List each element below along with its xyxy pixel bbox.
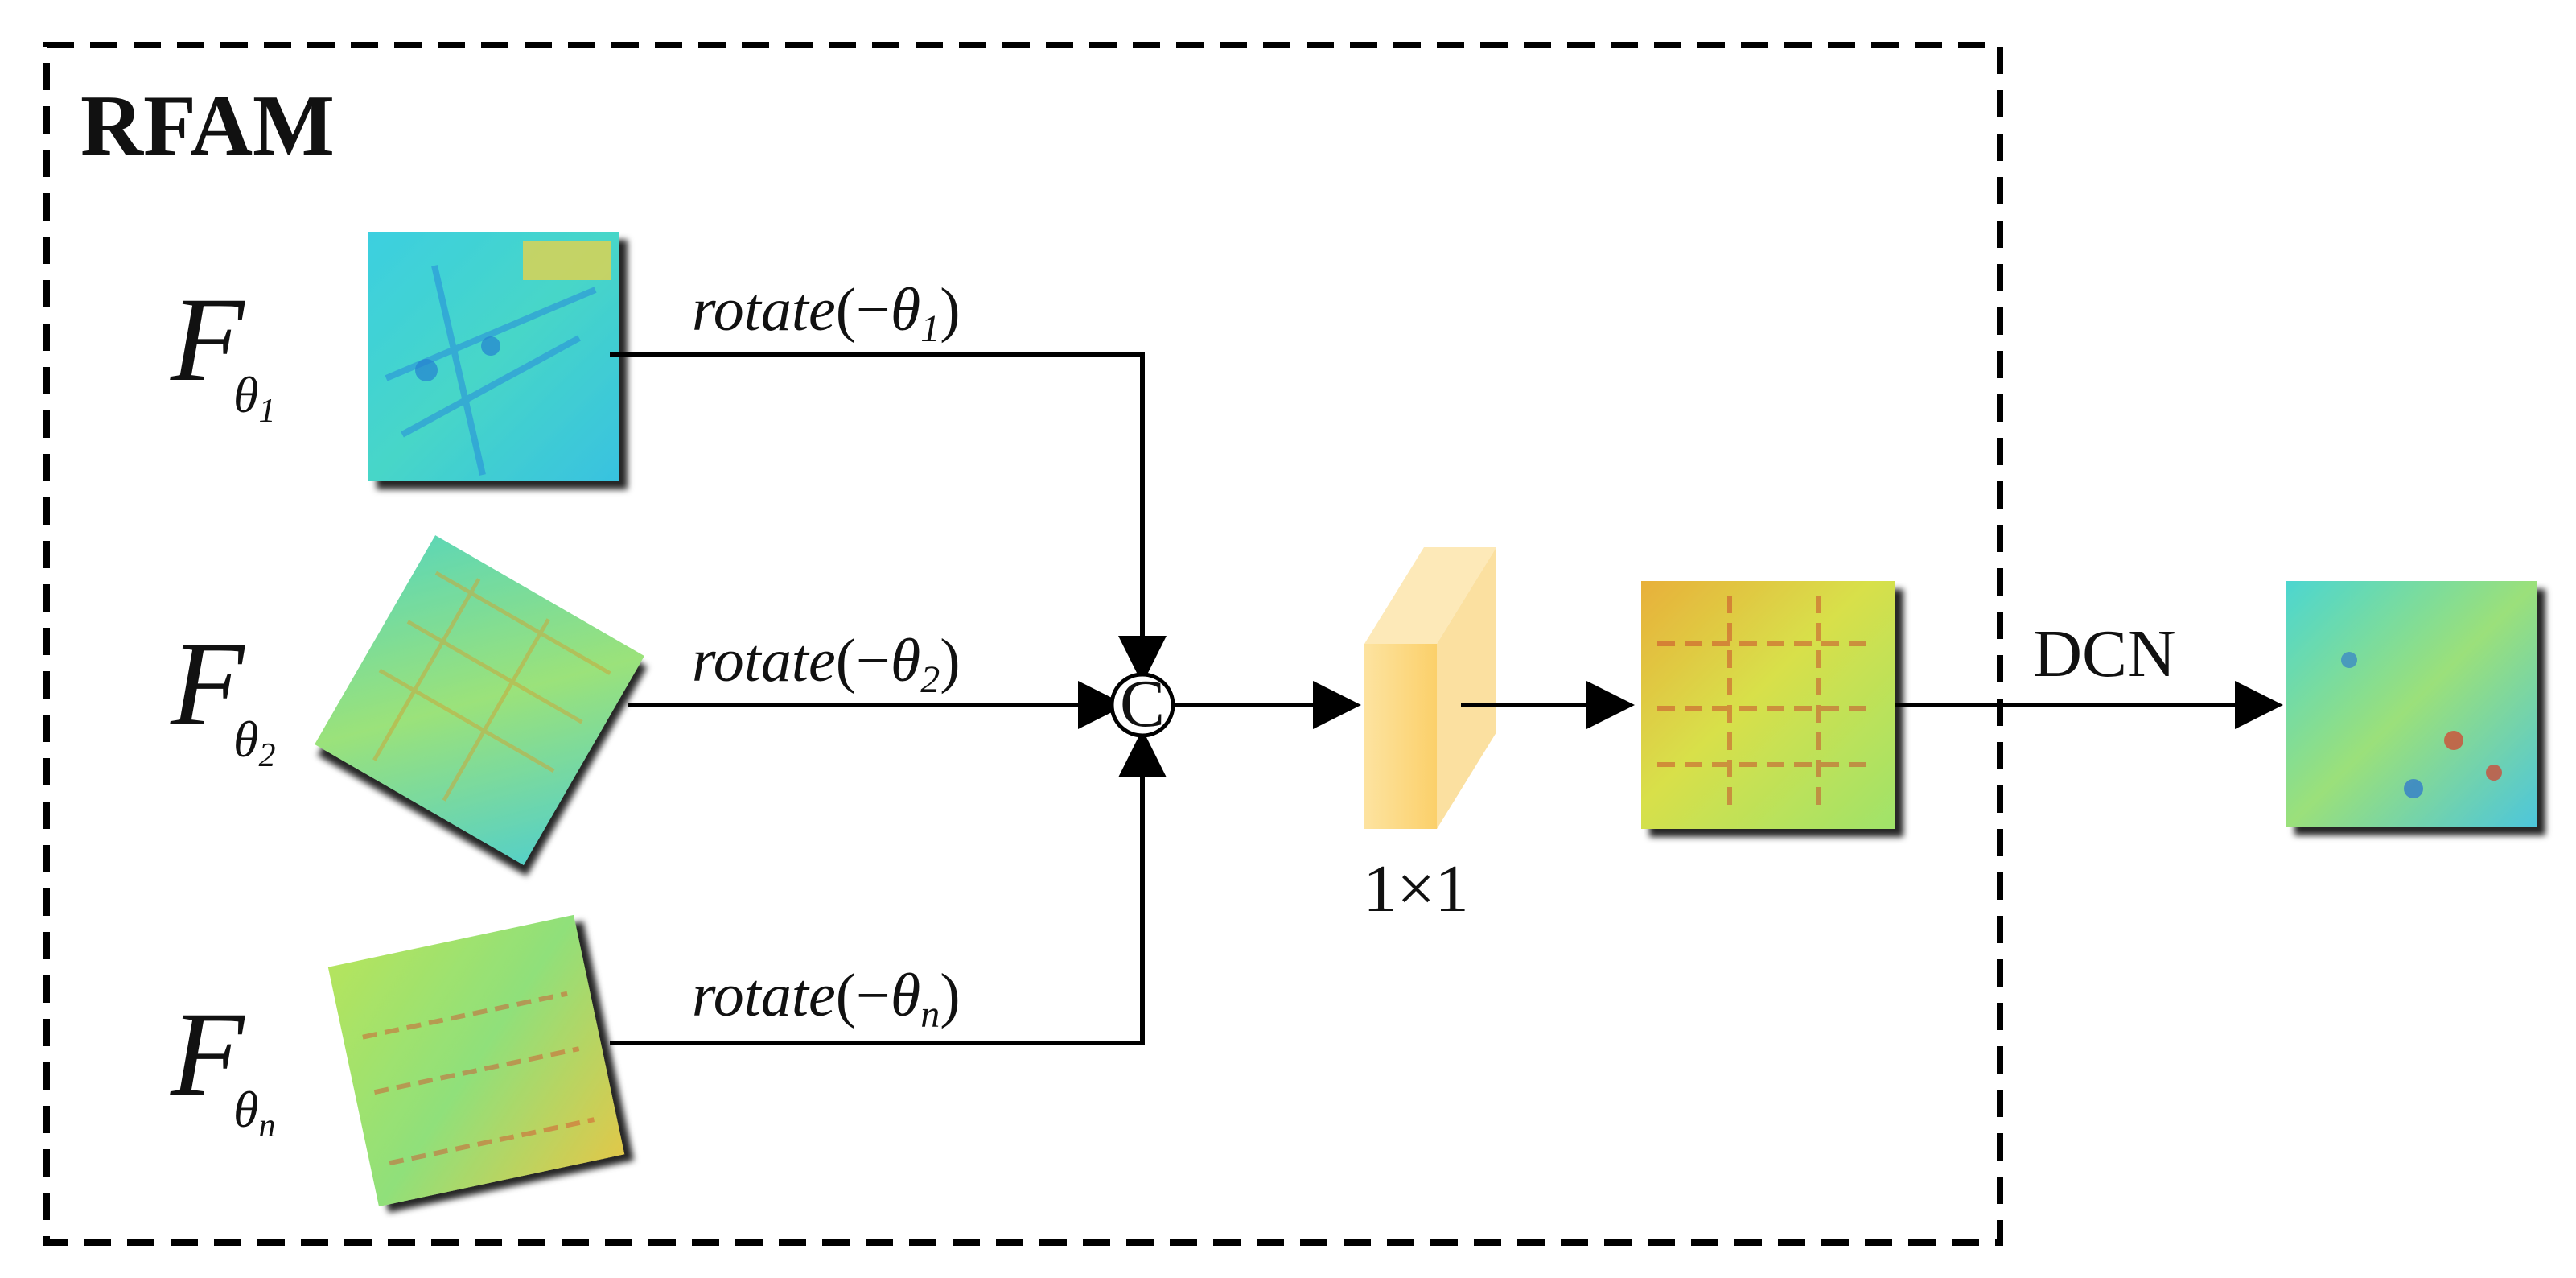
svg-text:θ1: θ1 [233, 366, 275, 430]
input-label-n: F θn [170, 987, 275, 1144]
rotate-label-n: rotate(−θn) [692, 962, 961, 1036]
connector-branch-n [610, 729, 1167, 1045]
connector-branch-1 [610, 352, 1167, 684]
feature-map-1 [368, 232, 619, 481]
concat-symbol: C [1120, 666, 1165, 741]
dcn-label: DCN [2033, 616, 2175, 691]
conv-label: 1×1 [1363, 851, 1468, 926]
svg-text:F: F [170, 617, 245, 751]
rotate-label-2: rotate(−θ2) [692, 627, 961, 701]
svg-text:θ2: θ2 [233, 711, 275, 774]
input-label-1: F θ1 [170, 273, 275, 430]
conv-1x1-block [1364, 547, 1496, 829]
svg-text:F: F [170, 273, 245, 406]
rotate-label-1: rotate(−θ1) [692, 276, 961, 350]
svg-text:θn: θn [233, 1081, 275, 1144]
svg-text:F: F [170, 987, 245, 1121]
feature-map-n [327, 914, 625, 1207]
output-feature-map [2286, 581, 2537, 827]
rfam-module-border [43, 42, 2003, 1246]
feature-map-2 [315, 535, 644, 865]
fused-feature-map [1641, 581, 1895, 829]
input-label-2: F θ2 [170, 617, 275, 774]
module-title: RFAM [80, 78, 335, 174]
